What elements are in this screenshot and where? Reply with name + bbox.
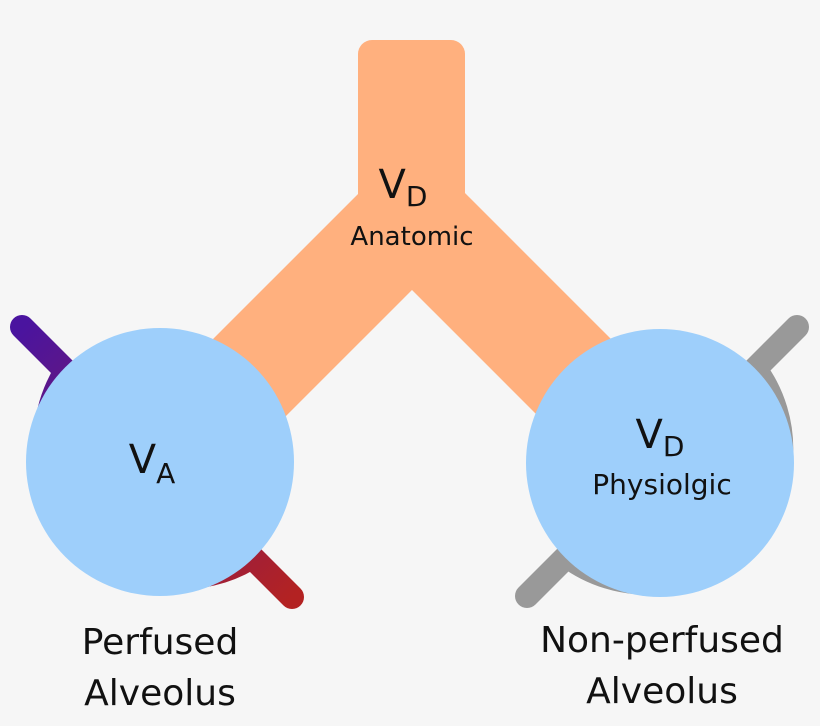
airway-symbol: VD xyxy=(379,162,428,213)
perfused-alveolus xyxy=(26,328,294,596)
airway-label: Anatomic xyxy=(350,222,473,252)
nonperfused-alveolus-label: Physiolgic xyxy=(592,468,731,501)
perfused-caption-line1: Perfused xyxy=(82,622,239,663)
nonperfused-alveolus xyxy=(526,329,794,597)
nonperfused-caption-line1: Non-perfused xyxy=(540,620,784,661)
perfused-alveolus-symbol: VA xyxy=(129,437,176,490)
nonperfused-caption-line2: Alveolus xyxy=(586,671,738,712)
perfused-caption-line2: Alveolus xyxy=(84,673,236,714)
nonperfused-alveolus-symbol: VD xyxy=(636,412,685,463)
